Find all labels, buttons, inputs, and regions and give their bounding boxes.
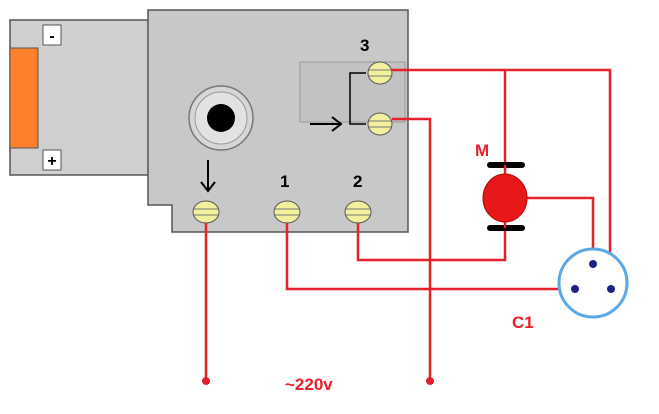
capacitor-label: C1 — [512, 313, 534, 332]
trigger-housing: - + — [9, 19, 151, 176]
screw-terminal-3-top — [367, 61, 393, 85]
screw-terminal-supply — [192, 200, 220, 224]
screw-terminal-2 — [344, 200, 372, 224]
terminal-3-label: 3 — [360, 36, 369, 55]
capacitor-connector — [557, 247, 629, 319]
supply-terminal-right — [426, 377, 434, 385]
motor-label: M — [475, 141, 489, 160]
screw-terminal-3-bottom — [367, 112, 393, 136]
screw-terminals — [192, 61, 393, 224]
plus-label: + — [47, 153, 56, 170]
supply-label: ~220v — [285, 375, 333, 394]
screw-terminal-1 — [273, 200, 301, 224]
supply-terminal-left — [202, 377, 210, 385]
terminal-1-label: 1 — [280, 172, 289, 191]
minus-label: - — [49, 28, 54, 45]
terminal-2-label: 2 — [353, 172, 362, 191]
selector-knob — [188, 85, 254, 151]
right-arrow-icon — [310, 116, 343, 132]
wiring — [204, 68, 612, 380]
down-arrow-icon — [200, 160, 216, 193]
internal-link — [349, 72, 366, 125]
motor-symbol — [482, 162, 528, 231]
